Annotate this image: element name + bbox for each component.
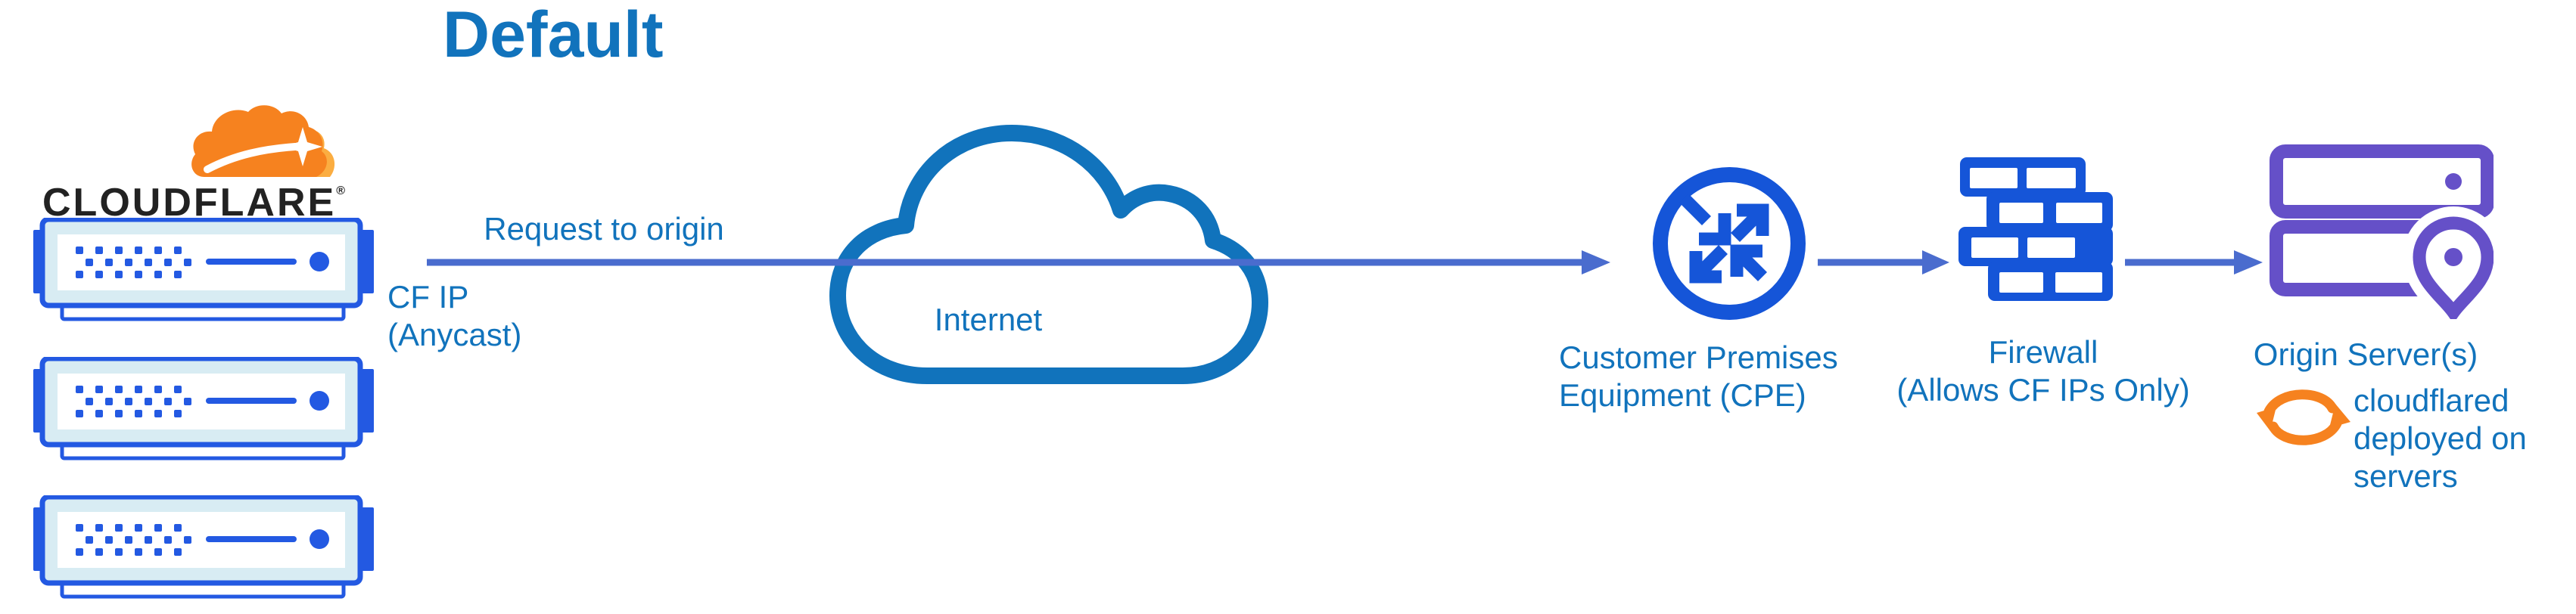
cloudflare-wordmark: CLOUDFLARE® [42, 181, 345, 225]
internet-label: Internet [934, 302, 1043, 337]
cloudflared-sync-icon [2257, 389, 2350, 445]
firewall-icon [1958, 157, 2113, 301]
cpe-router-icon [1653, 167, 1806, 320]
edge-server-icon-2 [33, 357, 374, 463]
cloudflare-logo-cloud-icon [191, 105, 335, 177]
edge-server-icon-3 [33, 495, 374, 601]
cloudflared-note: cloudflared deployed on servers [2354, 383, 2527, 494]
firewall-label: Firewall (Allows CF IPs Only) [1896, 334, 2190, 408]
arrow-cpe-to-firewall [1818, 250, 1949, 274]
origin-servers-label: Origin Server(s) [2253, 336, 2478, 372]
internet-cloud-icon [829, 125, 1268, 384]
arrow-firewall-to-origin [2125, 250, 2263, 274]
page-title: Default [443, 0, 664, 71]
cpe-label: Customer Premises Equipment (CPE) [1559, 340, 1838, 413]
request-to-origin-label: Request to origin [484, 211, 724, 247]
cf-ip-anycast-label: CF IP (Anycast) [387, 279, 522, 352]
location-pin-icon [2413, 216, 2494, 319]
origin-server-icon [2270, 144, 2494, 319]
arrow-request-to-origin [427, 250, 1610, 274]
edge-server-icon-1 [33, 218, 374, 324]
registered-trademark: ® [336, 185, 345, 197]
